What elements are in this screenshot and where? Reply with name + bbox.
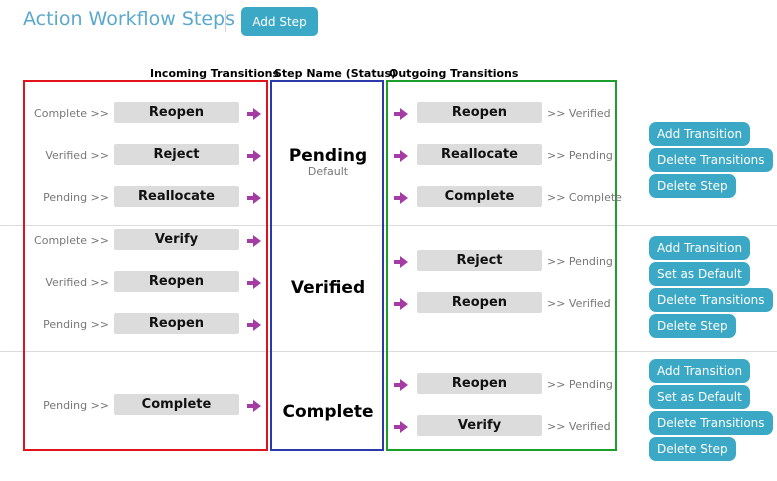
default-step-indicator: Default — [307, 165, 349, 178]
delete-step-button[interactable]: Delete Step — [649, 174, 736, 198]
incoming-from-label: Pending >> — [43, 191, 109, 204]
incoming-transitions-box — [23, 80, 268, 451]
row-divider — [0, 351, 777, 352]
delete-step-button[interactable]: Delete Step — [649, 437, 736, 461]
outgoing-to-label: >> Pending — [547, 149, 613, 162]
arrow-right-icon[interactable] — [394, 150, 408, 162]
incoming-transition-button[interactable]: Reject — [114, 144, 239, 165]
incoming-from-label: Verified >> — [45, 149, 109, 162]
set-as-default-button[interactable]: Set as Default — [649, 262, 750, 286]
incoming-transitions-header: Incoming Transitions — [150, 67, 280, 80]
arrow-right-icon[interactable] — [394, 192, 408, 204]
outgoing-to-label: >> Complete — [547, 191, 622, 204]
outgoing-transition-button[interactable]: Reallocate — [417, 144, 542, 165]
arrow-right-icon[interactable] — [394, 379, 408, 391]
step-name: Verified — [290, 278, 366, 298]
incoming-transition-button[interactable]: Complete — [114, 394, 239, 415]
incoming-from-label: Verified >> — [45, 276, 109, 289]
arrow-right-icon[interactable] — [247, 150, 261, 162]
outgoing-transition-button[interactable]: Reject — [417, 250, 542, 271]
arrow-right-icon[interactable] — [247, 192, 261, 204]
delete-transitions-button[interactable]: Delete Transitions — [649, 411, 773, 435]
arrow-right-icon[interactable] — [247, 319, 261, 331]
outgoing-transition-button[interactable]: Reopen — [417, 102, 542, 123]
incoming-transition-button[interactable]: Reopen — [114, 102, 239, 123]
add-transition-button[interactable]: Add Transition — [649, 359, 751, 383]
arrow-right-icon[interactable] — [394, 256, 408, 268]
step-name-box — [270, 80, 384, 451]
outgoing-transitions-box — [386, 80, 617, 451]
incoming-transition-button[interactable]: Verify — [114, 229, 239, 250]
delete-step-button[interactable]: Delete Step — [649, 314, 736, 338]
arrow-right-icon[interactable] — [247, 235, 261, 247]
outgoing-transition-button[interactable]: Complete — [417, 186, 542, 207]
arrow-right-icon[interactable] — [247, 400, 261, 412]
row-divider — [0, 225, 777, 226]
outgoing-transitions-header: Outgoing Transitions — [389, 67, 519, 80]
incoming-from-label: Complete >> — [34, 107, 109, 120]
outgoing-to-label: >> Pending — [547, 378, 613, 391]
add-step-button[interactable]: Add Step — [241, 7, 318, 36]
incoming-transition-button[interactable]: Reopen — [114, 271, 239, 292]
arrow-right-icon[interactable] — [394, 298, 408, 310]
delete-transitions-button[interactable]: Delete Transitions — [649, 288, 773, 312]
incoming-from-label: Pending >> — [43, 318, 109, 331]
outgoing-to-label: >> Pending — [547, 255, 613, 268]
incoming-from-label: Complete >> — [34, 234, 109, 247]
arrow-right-icon[interactable] — [247, 277, 261, 289]
incoming-transition-button[interactable]: Reallocate — [114, 186, 239, 207]
outgoing-transition-button[interactable]: Reopen — [417, 292, 542, 313]
outgoing-transition-button[interactable]: Verify — [417, 415, 542, 436]
step-name-header: Step Name (Status) — [274, 67, 397, 80]
outgoing-to-label: >> Verified — [547, 107, 611, 120]
incoming-transition-button[interactable]: Reopen — [114, 313, 239, 334]
delete-transitions-button[interactable]: Delete Transitions — [649, 148, 773, 172]
outgoing-transition-button[interactable]: Reopen — [417, 373, 542, 394]
add-transition-button[interactable]: Add Transition — [649, 236, 751, 260]
set-as-default-button[interactable]: Set as Default — [649, 385, 750, 409]
arrow-right-icon[interactable] — [394, 108, 408, 120]
outgoing-to-label: >> Verified — [547, 420, 611, 433]
step-name: Pending — [288, 146, 368, 166]
page-title: Action Workflow Steps — [23, 8, 235, 30]
outgoing-to-label: >> Verified — [547, 297, 611, 310]
step-name: Complete — [282, 402, 374, 422]
title-divider — [225, 10, 226, 32]
arrow-right-icon[interactable] — [394, 421, 408, 433]
add-transition-button[interactable]: Add Transition — [649, 122, 751, 146]
incoming-from-label: Pending >> — [43, 399, 109, 412]
arrow-right-icon[interactable] — [247, 108, 261, 120]
